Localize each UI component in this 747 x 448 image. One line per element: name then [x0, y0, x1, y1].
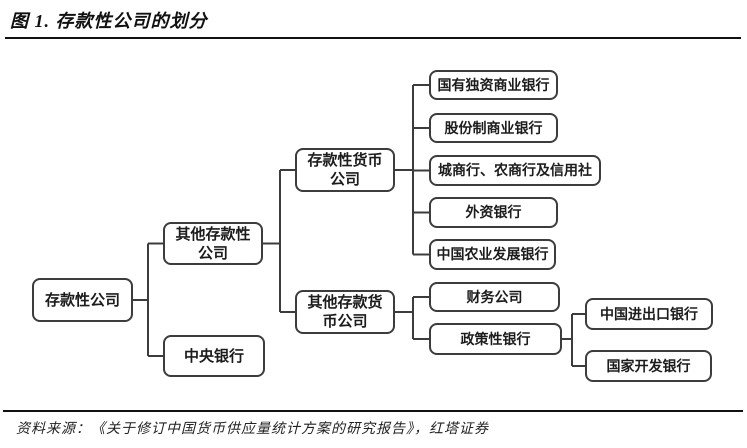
- node-china-development-bank: 国家开发银行: [585, 350, 712, 382]
- node-label-line1: 存款性货币: [307, 152, 383, 169]
- node-label: 中国农业发展银行: [436, 246, 549, 262]
- node-label-line1: 其他存款货: [307, 294, 383, 311]
- connector-root-children: [133, 242, 163, 357]
- node-label-line2: 公司: [197, 244, 228, 262]
- node-exim-bank: 中国进出口银行: [585, 298, 713, 330]
- footer-rule: [3, 410, 743, 412]
- node-other-depository-company: 其他存款性 公司: [163, 222, 263, 265]
- connector-other-dep-monetary-children: [395, 296, 429, 340]
- node-agricultural-development-bank: 中国农业发展银行: [429, 239, 556, 270]
- node-label-line2: 公司: [329, 171, 360, 188]
- node-label: 股份制商业银行: [444, 119, 543, 136]
- figure-title: 图 1. 存款性公司的划分: [10, 11, 208, 31]
- node-label: 国家开发银行: [606, 357, 691, 374]
- node-state-owned-commercial-bank: 国有独资商业银行: [429, 70, 558, 100]
- title-rule: [5, 37, 741, 39]
- node-label: 中国进出口银行: [600, 305, 698, 322]
- node-label: 城商行、农商行及信用社: [438, 162, 592, 178]
- node-central-bank: 中央银行: [163, 335, 265, 377]
- node-foreign-bank: 外资银行: [429, 197, 558, 228]
- node-depository-monetary-company: 存款性货币 公司: [295, 148, 395, 192]
- node-label: 国有独资商业银行: [437, 76, 550, 93]
- node-label: 财务公司: [466, 288, 523, 305]
- node-label: 外资银行: [465, 204, 522, 220]
- figure-source: 资料来源：《关于修订中国货币供应量统计方案的研究报告》，红塔证券: [16, 422, 489, 437]
- node-joint-stock-commercial-bank: 股份制商业银行: [429, 113, 558, 143]
- node-finance-company: 财务公司: [429, 282, 560, 312]
- node-other-depository-monetary-company: 其他存款货 币公司: [295, 290, 395, 334]
- connector-other-depository-children: [263, 169, 295, 313]
- node-label-line1: 其他存款性: [175, 225, 251, 243]
- node-depository-company: 存款性公司: [32, 278, 133, 322]
- connector-policy-bank-children: [562, 313, 585, 367]
- node-label: 存款性公司: [44, 291, 120, 309]
- node-city-commercial-rural-credit: 城商行、农商行及信用社: [429, 155, 601, 186]
- node-label: 政策性银行: [460, 330, 531, 347]
- node-label-line2: 币公司: [322, 313, 368, 330]
- connector-depository-monetary-children: [395, 84, 429, 256]
- node-label: 中央银行: [183, 347, 244, 365]
- node-policy-bank: 政策性银行: [429, 323, 562, 355]
